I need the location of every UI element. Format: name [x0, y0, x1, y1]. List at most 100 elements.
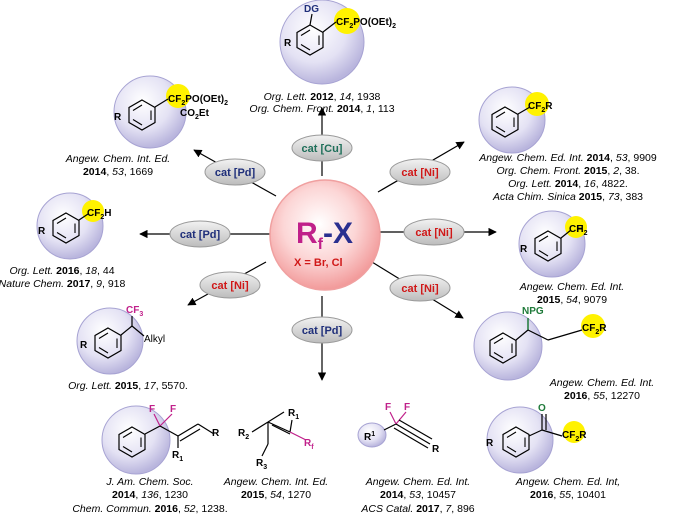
svg-text:2014, 53, 10457: 2014, 53, 10457	[380, 489, 456, 501]
catalyst-pd-bottom: cat [Pd]	[291, 316, 353, 344]
svg-text:CF2PO(OEt)2: CF2PO(OEt)2	[168, 94, 228, 107]
svg-text:cat [Ni]: cat [Ni]	[401, 167, 439, 179]
product-left-difluoromethyl: CF2H R	[36, 192, 111, 260]
svg-text:CF3: CF3	[126, 305, 143, 318]
svg-text:2014, 136, 1230: 2014, 136, 1230	[112, 489, 188, 501]
svg-text:Org. Chem. Front. 2014, 1, 113: Org. Chem. Front. 2014, 1, 113	[249, 103, 394, 115]
svg-text:2015, 54, 1270: 2015, 54, 1270	[241, 489, 311, 501]
svg-text:2014, 53, 1669: 2014, 53, 1669	[83, 166, 153, 178]
product-upper-left-phosphonate: CF2PO(OEt)2 CO2Et R	[113, 75, 228, 149]
svg-text:DG: DG	[304, 4, 319, 15]
product-lower-left-trifluoroethyl: CF3 Alkyl R	[76, 305, 165, 375]
svg-text:2016, 55, 10401: 2016, 55, 10401	[530, 489, 606, 501]
svg-text:R2: R2	[238, 428, 249, 441]
svg-text:R1: R1	[288, 408, 299, 421]
product-top-dg-arene: DG CF2PO(OEt)2 R	[279, 0, 396, 85]
svg-text:cat [Pd]: cat [Pd]	[302, 325, 343, 337]
product-bottom-fluoroalkene: R2 R1 R3 Rf	[238, 408, 314, 471]
product-right-monofluoromethyl: CFH2 R	[518, 210, 588, 278]
svg-text:CF2H: CF2H	[87, 208, 111, 221]
svg-text:R: R	[114, 112, 122, 123]
svg-text:Angew. Chem. Ed. Int.: Angew. Chem. Ed. Int.	[519, 281, 624, 293]
catalyst-ni-upper-right: cat [Ni]	[389, 158, 451, 186]
svg-text:Org. Lett. 2015, 17, 5570.: Org. Lett. 2015, 17, 5570.	[68, 380, 188, 392]
svg-text:CF2R: CF2R	[528, 101, 553, 114]
svg-text:J. Am. Chem. Soc.: J. Am. Chem. Soc.	[105, 476, 193, 488]
reference-left: Org. Lett. 2016, 18, 44 Nature Chem. 201…	[0, 265, 125, 290]
svg-text:Angew. Chem. Int. Ed.: Angew. Chem. Int. Ed.	[223, 476, 328, 488]
reference-lower-left: Org. Lett. 2015, 17, 5570.	[68, 380, 188, 392]
svg-text:R: R	[486, 438, 494, 449]
catalyst-pd-upper-left: cat [Pd]	[204, 158, 266, 186]
svg-text:cat [Ni]: cat [Ni]	[211, 280, 249, 292]
svg-text:2015, 54, 9079: 2015, 54, 9079	[537, 294, 607, 306]
reference-top: Org. Lett. 2012, 14, 1938 Org. Chem. Fro…	[249, 91, 394, 115]
svg-text:F: F	[170, 404, 176, 415]
product-bottom-difluoroketone: O CF2R R	[486, 403, 587, 474]
svg-text:R3: R3	[256, 458, 267, 471]
svg-text:R: R	[212, 428, 220, 439]
center-x: -X	[323, 217, 353, 250]
svg-text:Angew. Chem. Ed. Int.: Angew. Chem. Ed. Int.	[365, 476, 470, 488]
central-reagent-rf-x: Rf-X X = Br, Cl	[269, 179, 381, 291]
svg-text:Chem. Commun. 2016, 52, 1238.: Chem. Commun. 2016, 52, 1238.	[72, 503, 227, 515]
svg-text:Nature Chem. 2017, 9, 918: Nature Chem. 2017, 9, 918	[0, 278, 125, 290]
product-lower-right-amine: NPG CF2R	[473, 306, 607, 381]
reference-bottom-1: J. Am. Chem. Soc. 2014, 136, 1230 Chem. …	[72, 476, 227, 515]
svg-text:F: F	[404, 402, 410, 413]
center-f-sub: f	[318, 236, 324, 253]
reference-upper-left: Angew. Chem. Int. Ed. 2014, 53, 1669	[65, 153, 170, 178]
svg-text:R: R	[432, 444, 440, 455]
reference-lower-right: Angew. Chem. Ed. Int. 2016, 55, 12270	[549, 377, 654, 402]
catalyst-cu: cat [Cu]	[291, 134, 353, 162]
svg-text:Angew. Chem. Ed. Int.: Angew. Chem. Ed. Int.	[549, 377, 654, 389]
svg-text:Rf: Rf	[304, 438, 314, 451]
svg-text:NPG: NPG	[522, 306, 544, 317]
product-upper-right-cf2r: CF2R	[478, 86, 553, 154]
catalyst-ni-right: cat [Ni]	[403, 218, 465, 246]
product-bottom-difluoroallyl: F F R R1	[101, 404, 220, 475]
svg-text:Angew. Chem. Ed. Int,: Angew. Chem. Ed. Int,	[515, 476, 620, 488]
svg-text:Angew. Chem. Int. Ed.: Angew. Chem. Int. Ed.	[65, 153, 170, 165]
svg-text:CF2PO(OEt)2: CF2PO(OEt)2	[336, 17, 396, 30]
center-r: R	[296, 217, 318, 250]
svg-text:R: R	[520, 244, 528, 255]
center-note: X = Br, Cl	[294, 257, 343, 269]
svg-text:CF2R: CF2R	[582, 323, 607, 336]
svg-text:R: R	[284, 38, 292, 49]
svg-text:cat [Ni]: cat [Ni]	[415, 227, 453, 239]
svg-text:CFH2: CFH2	[569, 224, 588, 237]
svg-text:O: O	[538, 403, 546, 414]
reference-bottom-3: Angew. Chem. Ed. Int. 2014, 53, 10457 AC…	[360, 476, 474, 515]
svg-text:R: R	[38, 226, 46, 237]
reference-bottom-4: Angew. Chem. Ed. Int, 2016, 55, 10401	[515, 476, 620, 501]
svg-text:F: F	[149, 404, 155, 415]
catalyst-ni-lower-right: cat [Ni]	[389, 274, 451, 302]
svg-text:CF2R: CF2R	[562, 430, 587, 443]
svg-text:Org. Chem. Front. 2015, 2, 38.: Org. Chem. Front. 2015, 2, 38.	[496, 165, 639, 177]
svg-text:R: R	[80, 340, 88, 351]
svg-text:R1: R1	[364, 431, 375, 443]
svg-text:Angew. Chem. Ed. Int. 2014, 53: Angew. Chem. Ed. Int. 2014, 53, 9909	[478, 152, 657, 164]
svg-text:Org. Lett. 2012, 14, 1938: Org. Lett. 2012, 14, 1938	[264, 91, 381, 103]
svg-text:cat [Pd]: cat [Pd]	[215, 167, 256, 179]
svg-text:Org. Lett. 2016, 18, 44: Org. Lett. 2016, 18, 44	[9, 265, 114, 277]
reference-right: Angew. Chem. Ed. Int. 2015, 54, 9079	[519, 281, 624, 306]
svg-text:cat [Ni]: cat [Ni]	[401, 283, 439, 295]
product-bottom-difluoropropargyl: F F R1 R	[357, 402, 440, 455]
reference-upper-right: Angew. Chem. Ed. Int. 2014, 53, 9909 Org…	[478, 152, 657, 203]
svg-text:Acta Chim. Sinica 2015, 73, 38: Acta Chim. Sinica 2015, 73, 383	[492, 191, 643, 203]
svg-text:2016, 55, 12270: 2016, 55, 12270	[564, 390, 640, 402]
reference-bottom-2: Angew. Chem. Int. Ed. 2015, 54, 1270	[223, 476, 328, 501]
catalyst-ni-lower-left: cat [Ni]	[199, 271, 261, 299]
catalyst-pd-left: cat [Pd]	[169, 220, 231, 248]
svg-text:F: F	[385, 402, 391, 413]
svg-text:ACS Catal. 2017, 7, 896: ACS Catal. 2017, 7, 896	[360, 503, 474, 515]
svg-text:CO2Et: CO2Et	[180, 108, 210, 121]
svg-text:Org. Lett. 2014, 16, 4822.: Org. Lett. 2014, 16, 4822.	[508, 178, 628, 190]
svg-text:Alkyl: Alkyl	[144, 334, 165, 345]
svg-text:cat [Cu]: cat [Cu]	[302, 143, 343, 155]
svg-text:Rf-X: Rf-X	[296, 217, 353, 253]
svg-text:R1: R1	[172, 450, 183, 463]
